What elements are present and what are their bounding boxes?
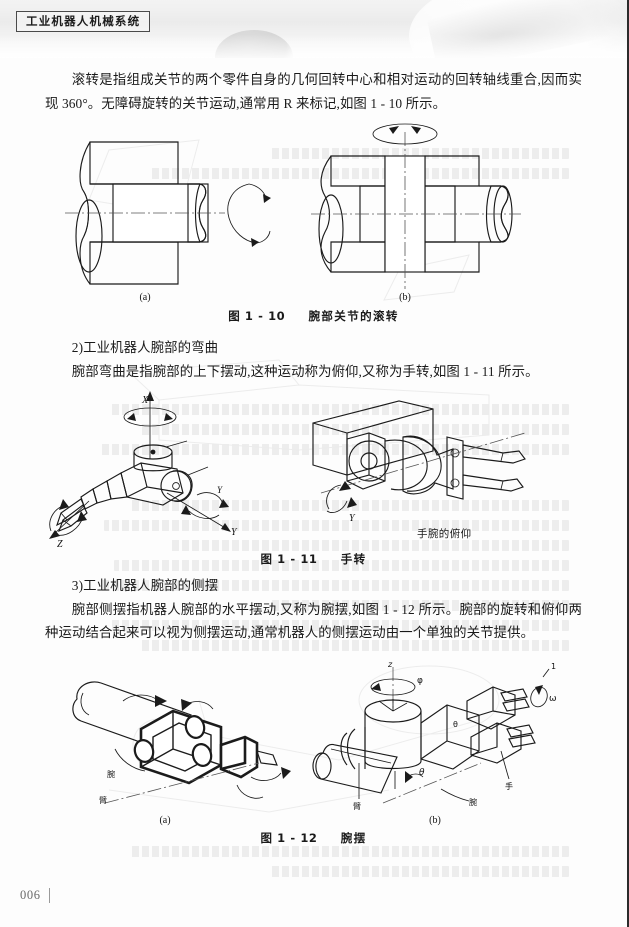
heading-wrist-yaw: 3)工业机器人腕部的侧摆 — [71, 578, 219, 593]
figure-1-11-caption: 图 1 - 11 手转 — [45, 551, 582, 567]
fig-1-12-sublabel-b: (b) — [429, 815, 441, 826]
running-title: 工业机器人机械系统 — [16, 11, 151, 32]
fig-1-12-b-label-one: 1 — [551, 662, 556, 671]
figure-1-12-caption-number: 图 1 - 12 — [260, 830, 318, 845]
fig-1-12-part-a: 腕 臂 (a) — [72, 680, 291, 826]
fig-1-12-a-label-arm: 臂 — [99, 795, 107, 805]
figure-1-10-caption-number: 图 1 - 10 — [228, 309, 286, 323]
fig-1-12-a-label-wrist: 腕 — [107, 769, 115, 779]
figure-1-11-caption-text: 手转 — [340, 552, 367, 566]
fig-1-12-b-label-theta-block: θ — [453, 720, 458, 729]
fig-1-11-axis-y-label: Y — [231, 527, 238, 538]
body-column: 滚转是指组成关节的两个零件自身的几何回转中心和相对运动的回转轴线重合,因而实现 … — [45, 68, 582, 846]
figure-1-12-drawing: 腕 臂 (a) z φ — [72, 660, 557, 826]
fig-1-12-b-label-theta: θ — [419, 768, 425, 778]
fig-1-12-b-label-arm: 臂 — [353, 801, 361, 811]
fig-1-12-b-label-z: z — [387, 660, 393, 669]
page-number-rule — [48, 888, 50, 903]
fig-1-12-b-label-omega: ω — [549, 694, 557, 704]
fig-1-11-axis-z-label: Z — [57, 539, 63, 550]
fig-1-11-pitch-mechanism: Y — [312, 400, 526, 524]
figure-1-11-drawing: X — [49, 391, 526, 550]
fig-1-11-axes-wrist: X — [49, 391, 238, 550]
figure-1-11-caption-number: 图 1 - 11 — [260, 552, 318, 566]
fig-1-12-b-label-phi: φ — [417, 676, 423, 686]
figure-1-10-caption: 图 1 - 10 腕部关节的滚转 — [45, 308, 582, 324]
figure-1-10-drawing: (a) — [65, 123, 521, 303]
page-header-band: 工业机器人机械系统 — [0, 0, 627, 58]
fig-1-12-b-label-wrist: 腕 — [469, 797, 477, 807]
fig-1-11-axis-x-label: X — [141, 395, 149, 406]
paragraph-rolling: 滚转是指组成关节的两个零件自身的几何回转中心和相对运动的回转轴线重合,因而实现 … — [45, 72, 582, 111]
figure-1-12-caption-text: 腕摆 — [340, 830, 367, 845]
figure-1-12: 腕 臂 (a) z φ — [45, 653, 582, 846]
header-fade — [0, 34, 627, 58]
fig-1-10-sublabel-a: (a) — [139, 292, 150, 303]
paragraph-wrist-bending: 腕部弯曲是指腕部的上下摆动,这种运动称为俯仰,又称为手转,如图 1 - 11 所… — [71, 363, 539, 379]
fig-1-10-part-a: (a) — [65, 141, 271, 303]
figure-1-11: X — [45, 389, 582, 567]
figure-1-10: (a) — [45, 123, 582, 324]
paragraph-wrist-yaw: 腕部侧摆指机器人腕部的水平摆动,又称为腕摆,如图 1 - 12 所示。腕部的旋转… — [45, 601, 582, 641]
page-footer: 006 — [20, 888, 50, 903]
fig-1-11-axis-y-small-label: Y — [217, 485, 223, 495]
fig-1-10-sublabel-b: (b) — [399, 292, 411, 303]
fig-1-11-axis-y-right-label: Y — [349, 513, 356, 524]
fig-1-12-b-label-hand: 手 — [505, 781, 513, 791]
figure-1-11-inner-label: 手腕的俯仰 — [417, 528, 472, 540]
heading-wrist-bending: 2)工业机器人腕部的弯曲 — [71, 340, 219, 355]
page-number: 006 — [20, 888, 41, 902]
fig-1-12-part-b: z φ — [312, 660, 557, 826]
figure-1-10-caption-text: 腕部关节的滚转 — [308, 309, 399, 323]
fig-1-12-sublabel-a: (a) — [159, 815, 170, 826]
figure-1-12-caption: 图 1 - 12 腕摆 — [45, 830, 582, 846]
fig-1-10-part-b: (b) — [311, 123, 521, 303]
